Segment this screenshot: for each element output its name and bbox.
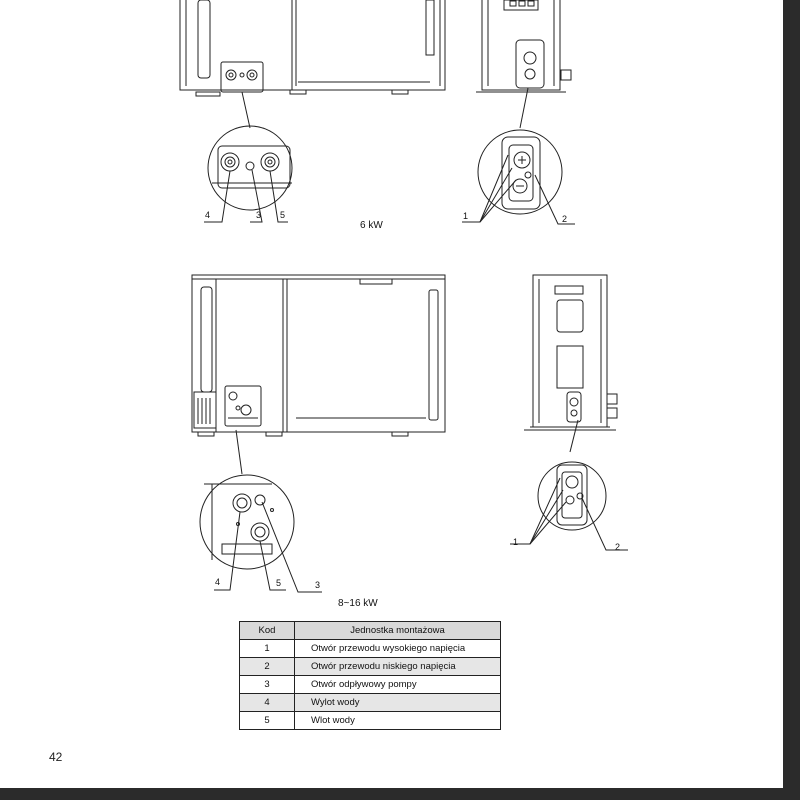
legend-header-code: Kod — [239, 621, 295, 640]
callout-1-6kw: 1 — [463, 211, 469, 221]
technical-drawings — [179, 0, 628, 593]
callout-3-6kw: 3 — [256, 210, 262, 220]
legend-code: 1 — [239, 639, 295, 658]
callout-4-6kw: 4 — [205, 210, 211, 220]
unit-6kw-front-view — [179, 0, 446, 97]
legend-label: Wlot wody — [294, 711, 501, 730]
unit-6kw-front-detail — [204, 91, 293, 223]
legend-row: 3 Otwór odpływowy pompy — [239, 675, 501, 694]
legend-table: Kod Jednostka montażowa 1 Otwór przewodu… — [239, 621, 501, 730]
legend-label: Otwór przewodu niskiego napięcia — [294, 657, 501, 676]
legend-header-unit: Jednostka montażowa — [294, 621, 501, 640]
legend-row: 1 Otwór przewodu wysokiego napięcia — [239, 639, 501, 658]
unit-8-16kw-side-detail — [510, 419, 628, 551]
legend-row: 5 Wlot wody — [239, 711, 501, 730]
legend-label: Wylot wody — [294, 693, 501, 712]
legend-code: 5 — [239, 711, 295, 730]
document-page: 4 3 5 1 2 6 kW 4 5 3 1 2 8~16 kW Kod Jed… — [0, 0, 783, 788]
legend-header-row: Kod Jednostka montażowa — [239, 621, 501, 640]
legend-row: 4 Wylot wody — [239, 693, 501, 712]
unit-6kw-side-detail — [462, 87, 575, 225]
unit-6kw-side-view — [476, 0, 572, 93]
legend-code: 3 — [239, 675, 295, 694]
unit-8-16kw-side-view — [524, 274, 618, 431]
callout-4-8-16kw: 4 — [215, 577, 221, 587]
callout-5-6kw: 5 — [280, 210, 286, 220]
callout-2-8-16kw: 2 — [615, 542, 621, 552]
caption-6kw: 6 kW — [360, 220, 383, 231]
caption-8-16kw: 8~16 kW — [338, 598, 378, 609]
callout-5-8-16kw: 5 — [276, 578, 282, 588]
legend-label: Otwór odpływowy pompy — [294, 675, 501, 694]
legend-code: 4 — [239, 693, 295, 712]
callout-3-8-16kw: 3 — [315, 580, 321, 590]
legend-label: Otwór przewodu wysokiego napięcia — [294, 639, 501, 658]
page-number: 42 — [49, 750, 63, 764]
legend-code: 2 — [239, 657, 295, 676]
legend-row: 2 Otwór przewodu niskiego napięcia — [239, 657, 501, 676]
callout-2-6kw: 2 — [562, 214, 568, 224]
unit-8-16kw-front-detail — [199, 429, 322, 593]
callout-1-8-16kw: 1 — [513, 537, 519, 547]
unit-8-16kw-front-view — [191, 274, 446, 437]
